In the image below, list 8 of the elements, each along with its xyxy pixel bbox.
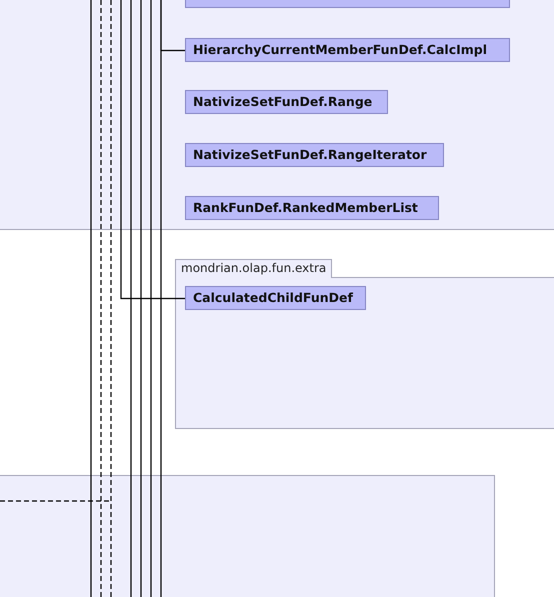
package-name-tab: mondrian.olap.fun.extra (175, 259, 332, 278)
class-box: NativizeSetFunDef.Range (185, 90, 388, 114)
connector-line (160, 0, 185, 52)
class-box: RankFunDef.RankedMemberList (185, 196, 439, 220)
class-box: CalculatedChildFunDef (185, 286, 366, 310)
class-box: HierarchyCurrentMemberFunDef.CalcImpl (185, 38, 510, 62)
connector-line (120, 0, 185, 300)
class-box: NativizeSetFunDef.RangeIterator (185, 143, 444, 167)
